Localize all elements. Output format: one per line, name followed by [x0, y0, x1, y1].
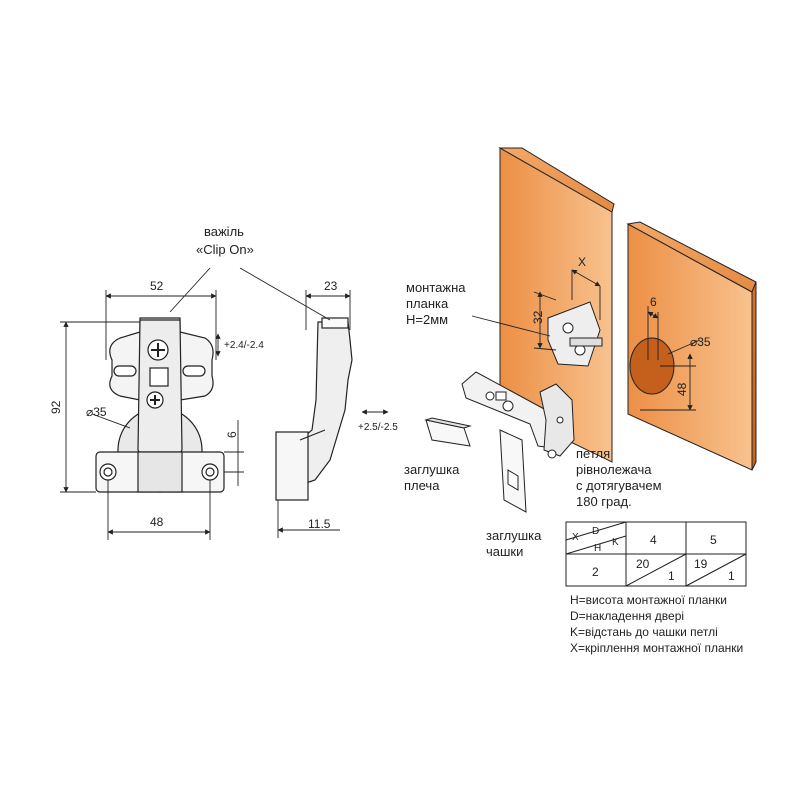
- dim-32-label: 32: [531, 310, 545, 324]
- dim-48-right-label: 48: [675, 382, 689, 396]
- table-hdr-d: D: [592, 526, 599, 537]
- hinge-label-line3: с дотягувачем: [576, 478, 662, 493]
- dimension-table: [565, 521, 747, 587]
- dim-52-label: 52: [150, 279, 164, 293]
- legend-line-1: H=висота монтажної планки: [570, 593, 727, 607]
- cup-cap-label-line1: заглушка: [486, 528, 542, 543]
- legend-line-2: D=накладення двері: [570, 609, 684, 623]
- legend: H=висота монтажної планки D=накладення д…: [570, 593, 743, 655]
- table-col2: 5: [710, 533, 717, 547]
- table-hdr-h: H: [594, 543, 601, 554]
- right-dimension-lines: [471, 269, 701, 411]
- mount-plate-label-line2: планка: [406, 296, 449, 311]
- left-dimension-lines: [60, 267, 389, 540]
- dim-11-5-label: 11.5: [308, 517, 331, 531]
- hinge-label-line1: петля: [576, 446, 610, 461]
- table-c1-bottom: 1: [668, 569, 675, 583]
- table-hdr-k: K: [612, 537, 619, 548]
- adj-vertical-label: +2.4/-2.4: [224, 340, 264, 351]
- hinge-side-view: [275, 317, 353, 501]
- table-c2-top: 19: [694, 557, 708, 571]
- door-panel: [626, 221, 757, 471]
- cabinet-side-panel: [498, 147, 615, 463]
- hinge-label-line2: рівнолежача: [576, 462, 652, 477]
- table-c2-bottom: 1: [728, 569, 735, 583]
- left-labels: важіль «Clip On» 52 23 92 ⌀35 6 48 11.5 …: [49, 224, 398, 531]
- dim-6-label: 6: [225, 431, 239, 438]
- dim-diameter-35-label: ⌀35: [86, 405, 107, 419]
- table-c1-top: 20: [636, 557, 650, 571]
- mount-plate-label-line3: H=2мм: [406, 312, 448, 327]
- hinge-label-line4: 180 град.: [576, 494, 632, 509]
- table-text: X D H K 4 5 2 20 1 19 1: [572, 526, 735, 583]
- lever-label-line1: важіль: [204, 224, 244, 239]
- table-row-h: 2: [592, 565, 599, 579]
- table-col1: 4: [650, 533, 657, 547]
- dim-48-label: 48: [150, 515, 164, 529]
- table-hdr-x: X: [572, 532, 579, 543]
- lever-label-line2: «Clip On»: [196, 242, 254, 257]
- mount-plate-on-panel: [547, 301, 603, 367]
- cup-cap-label-line2: чашки: [486, 544, 523, 559]
- dim-diameter-35-right-label: ⌀35: [690, 335, 711, 349]
- arm-cap-label-line1: заглушка: [404, 462, 460, 477]
- exploded-hinge: [424, 371, 575, 513]
- adj-horizontal-label: +2.5/-2.5: [358, 422, 398, 433]
- hinge-front-view: [95, 317, 225, 493]
- legend-line-3: K=відстань до чашки петлі: [570, 625, 718, 639]
- right-labels: монтажна планка H=2мм X 32 6 ⌀35 48 петл…: [404, 255, 711, 559]
- legend-line-4: X=кріплення монтажної планки: [570, 641, 743, 655]
- dim-6-right-label: 6: [650, 295, 657, 309]
- dim-23-label: 23: [324, 279, 338, 293]
- arm-cap-label-line2: плеча: [404, 478, 440, 493]
- dim-x-label: X: [578, 255, 586, 269]
- mount-plate-label-line1: монтажна: [406, 280, 466, 295]
- dim-92-label: 92: [49, 400, 63, 414]
